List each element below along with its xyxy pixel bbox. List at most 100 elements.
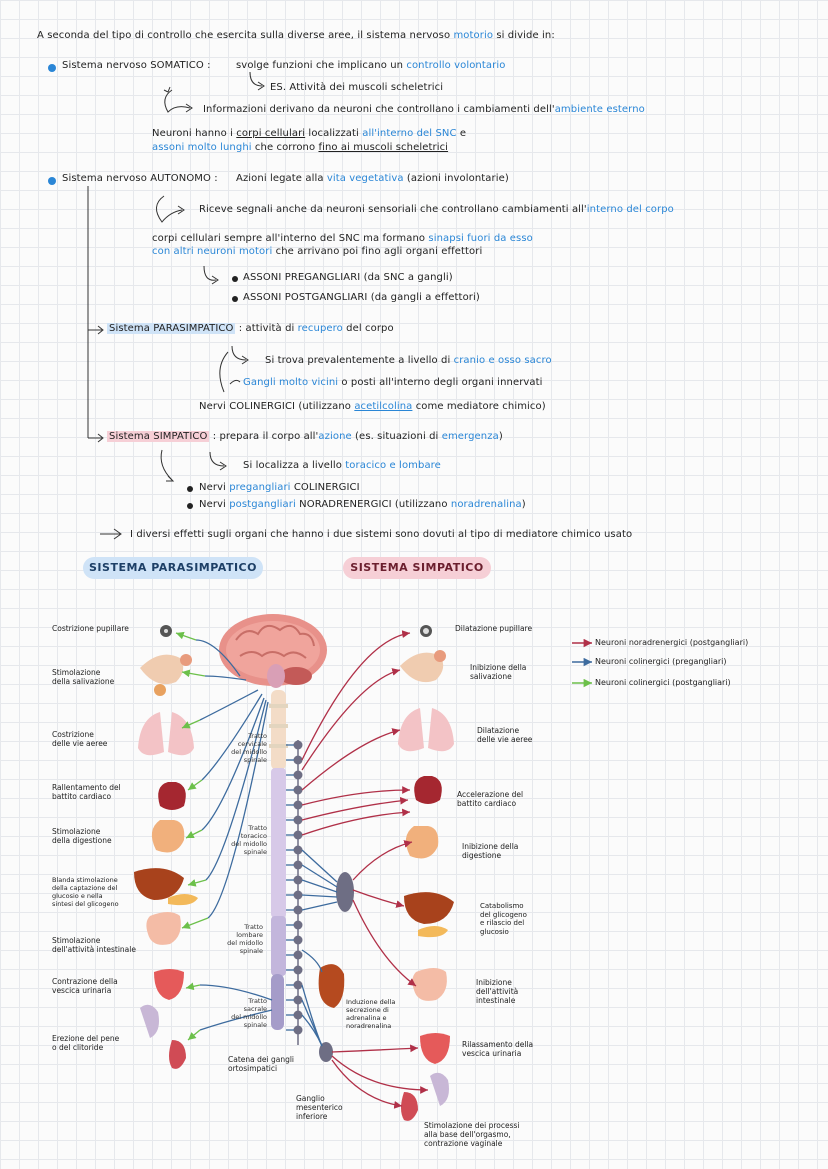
symp-to-mesenteric: [301, 984, 323, 1047]
symp-postganglionic-nerve: [301, 808, 411, 836]
parasimpatico-line3: Nervi COLINERGICI (utilizzano acetilcoli…: [199, 401, 546, 412]
bullet-postgangliari: [232, 296, 238, 302]
chain-ganglion: [293, 800, 303, 810]
legend-colinergic-pre: Neuroni colinergici (pregangliari): [595, 657, 727, 666]
autonomo-line2: Riceve segnali anche da neuroni sensoria…: [199, 204, 674, 215]
lbl-rilassamento-vescica: Rilassamento della vescica urinaria: [462, 1040, 534, 1058]
para-preganglionic-nerve: [201, 697, 265, 831]
chain-ganglion: [293, 890, 303, 900]
pill-parasimpatico: SISTEMA PARASIMPATICO: [83, 557, 263, 579]
symp-to-celiac: [301, 879, 338, 893]
lbl-accelerazione-battito: Accelerazione del battito cardiaco: [457, 790, 524, 808]
para-postganglionic-nerve: [187, 879, 207, 887]
somatico-line2: ES. Attività dei muscoli scheletrici: [270, 82, 444, 93]
lbl-inibizione-digestione: Inibizione della digestione: [462, 842, 519, 860]
lbl-surrene: Induzione della secrezione di adrenalina…: [346, 998, 396, 1030]
symp-postganglionic-nerve: [301, 728, 401, 791]
lbl-catena-gangli: Catena dei gangli ortosimpatici: [228, 1055, 295, 1073]
para-postganglionic-nerve: [181, 917, 209, 929]
lbl-blanda-stimolazione: Blanda stimolazione della captazione del…: [52, 876, 119, 908]
symp-postganglionic-nerve: [331, 1055, 429, 1094]
simpatico-bullet1: Nervi pregangliari COLINERGICI: [199, 482, 360, 493]
para-postganglionic-nerve: [187, 1029, 201, 1041]
intro-line: A seconda del tipo di controllo che eser…: [37, 30, 555, 41]
lbl-dilatazione-vie-aeree: Dilatazione delle vie aeree: [477, 726, 533, 744]
para-preganglionic-nerve: [199, 1009, 273, 1031]
chain-ganglion: [293, 905, 303, 915]
symp-postganglionic-nerve: [301, 786, 411, 806]
bullet-autonomo: [48, 177, 56, 185]
autonomo-title: Sistema nervoso AUTONOMO :: [62, 173, 218, 184]
symp-to-mesenteric: [301, 1014, 323, 1047]
para-preganglionic-nerve: [199, 689, 259, 721]
spinal-cord: [269, 690, 288, 1030]
symp-to-celiac: [301, 901, 338, 911]
chain-ganglion: [293, 965, 303, 975]
right-organs: [318, 625, 454, 1121]
symp-postganglionic-nerve: [331, 1044, 419, 1053]
chain-ganglion: [293, 785, 303, 795]
symp-postganglionic-nerve: [331, 1059, 403, 1109]
autonomo-bullet1: ASSONI PREGANGLIARI (da SNC a gangli): [243, 272, 453, 283]
somatico-line4: Neuroni hanno i corpi cellulari localizz…: [152, 128, 467, 139]
somatico-line1: svolge funzioni che implicano un control…: [236, 60, 506, 71]
lbl-ganglio-mesenterico: Ganglio mesenterico inferiore: [296, 1094, 343, 1121]
lbl-stimolazione-orgasmo: Stimolazione dei processi alla base dell…: [424, 1121, 520, 1148]
para-postganglionic-nerve: [181, 669, 206, 678]
symp-postganglionic-nerve: [352, 889, 405, 908]
chain-ganglion: [293, 935, 303, 945]
lbl-inibizione-intestinale: Inibizione dell'attività intestinale: [476, 978, 519, 1005]
legend-arrows: [572, 638, 592, 688]
somatico-title: Sistema nervoso SOMATICO :: [62, 60, 211, 71]
brain: [219, 614, 327, 688]
autonomo-line1: Azioni legate alla vita vegetativa (azio…: [236, 173, 509, 184]
symp-postganglionic-nerve: [352, 840, 413, 881]
lbl-stimolazione-digestione: Stimolazione della digestione: [52, 827, 112, 845]
pill-simpatico: SISTEMA SIMPATICO: [343, 557, 491, 579]
chain-ganglion: [293, 995, 303, 1005]
symp-to-adrenal: [301, 949, 323, 973]
legend-noradrenergic: Neuroni noradrenergici (postgangliari): [595, 638, 749, 647]
bullet-simp-1: [187, 486, 193, 492]
chain-ganglion: [293, 830, 303, 840]
chain-ganglion: [293, 860, 303, 870]
sympathetic-chain: [293, 740, 303, 1045]
chain-ganglion: [293, 815, 303, 825]
conclusion-line: I diversi effetti sugli organi che hanno…: [130, 529, 633, 540]
para-postganglionic-nerve: [185, 829, 203, 839]
lbl-costrizione-pupillare: Costrizione pupillare: [52, 624, 129, 633]
somatico-line5: assoni molto lunghi che corrono fino ai …: [152, 142, 449, 153]
symp-postganglionic-nerve: [301, 668, 401, 771]
para-postganglionic-nerve: [181, 719, 201, 729]
lbl-catabolismo-glicogeno: Catabolismo del glicogeno e rilascio del…: [480, 902, 527, 936]
para-preganglionic-nerve: [205, 699, 267, 881]
para-preganglionic-nerve: [201, 693, 263, 781]
para-postganglionic-nerve: [187, 779, 203, 791]
left-organs: [134, 625, 198, 1069]
lbl-dilatazione-pupillare: Dilatazione pupillare: [455, 624, 533, 633]
para-preganglionic-nerve: [207, 701, 269, 919]
chain-ganglion: [293, 845, 303, 855]
celiac-ganglion: [336, 872, 354, 912]
symp-postganglionic-nerve: [352, 899, 417, 987]
para-preganglionic-nerve: [204, 675, 247, 681]
chain-ganglion: [293, 770, 303, 780]
chain-ganglion: [293, 950, 303, 960]
simpatico-bullet2: Nervi postgangliari NORADRENERGICI (util…: [199, 499, 526, 510]
parasimpatico-line2: Gangli molto vicini o posti all'interno …: [243, 377, 543, 388]
lbl-stimolazione-salivazione: Stimolazione della salivazione: [52, 668, 115, 686]
chain-ganglion: [293, 1010, 303, 1020]
mesenteric-ganglion: [319, 1042, 333, 1062]
lbl-inibizione-salivazione: Inibizione della salivazione: [470, 663, 527, 681]
autonomo-line3: corpi cellulari sempre all'interno del S…: [152, 233, 533, 244]
autonomo-bullet2: ASSONI POSTGANGLIARI (da gangli a effett…: [243, 292, 480, 303]
lbl-stimolazione-intestinale: Stimolazione dell'attività intestinale: [52, 936, 136, 954]
symp-postganglionic-nerve: [301, 796, 409, 821]
chain-ganglion: [293, 920, 303, 930]
chain-ganglion: [293, 740, 303, 750]
chain-ganglion: [293, 1025, 303, 1035]
symp-to-celiac: [301, 894, 338, 898]
symp-to-celiac: [301, 849, 338, 883]
parasimpatico-title: Sistema PARASIMPATICO : attività di recu…: [107, 323, 394, 334]
para-postganglionic-nerve: [175, 631, 197, 641]
